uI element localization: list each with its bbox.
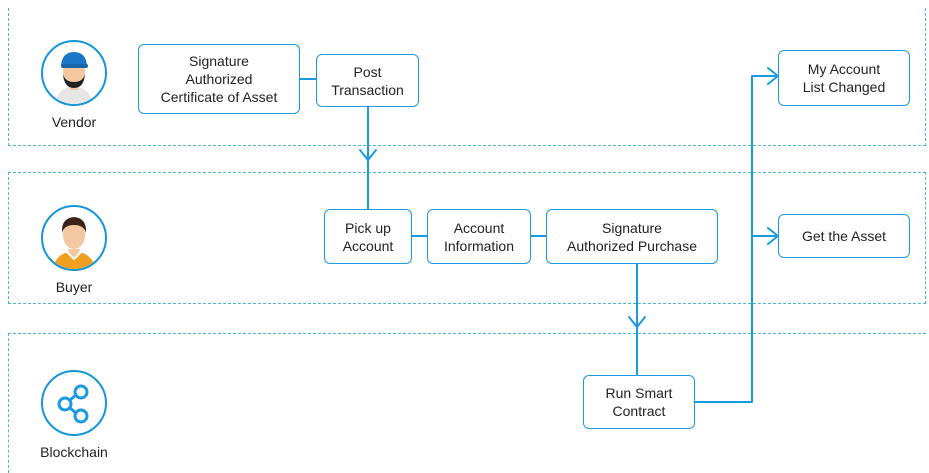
vendor-label: Vendor [51, 114, 97, 130]
arrowhead-pickup [359, 149, 377, 161]
run-smart-contract-node: Run Smart Contract [583, 375, 695, 429]
buyer-actor: Buyer [24, 205, 124, 295]
buyer-lane [8, 172, 926, 304]
blockchain-actor: Blockchain [24, 370, 124, 460]
my-account-list-node: My Account List Changed [778, 50, 910, 106]
account-information-node: Account Information [427, 209, 531, 264]
blockchain-label: Blockchain [40, 444, 108, 460]
pick-up-account-node: Pick up Account [324, 209, 412, 264]
get-asset-node: Get the Asset [778, 214, 910, 258]
signature-certificate-node: Signature Authorized Certificate of Asse… [138, 44, 300, 114]
blockchain-lane [8, 333, 926, 473]
blockchain-network-icon [41, 370, 107, 436]
buyer-avatar-icon [41, 205, 107, 271]
buyer-label: Buyer [55, 279, 93, 295]
vendor-avatar-icon [41, 40, 107, 106]
signature-purchase-node: Signature Authorized Purchase [546, 209, 718, 264]
arrowhead-contract [628, 316, 646, 328]
connector-contract-to-account-list [694, 75, 779, 403]
vendor-lane [8, 8, 926, 146]
vendor-actor: Vendor [24, 40, 124, 130]
post-transaction-node: Post Transaction [316, 54, 419, 107]
